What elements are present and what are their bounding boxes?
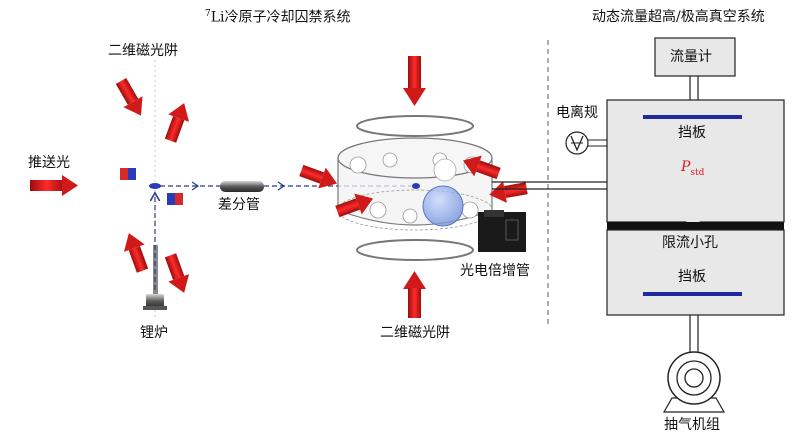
- label-flowmeter: 流量计: [670, 49, 712, 65]
- mot-laser-arrow: [462, 155, 501, 180]
- mot-laser-arrow: [489, 181, 528, 203]
- upper-chamber: [606, 99, 785, 223]
- label-push-beam: 推送光: [28, 155, 70, 171]
- coil-top: [356, 115, 474, 137]
- label-orifice: 限流小孔: [662, 235, 718, 251]
- label-pressure: Pstd: [681, 160, 704, 178]
- beam-arrowhead: [191, 181, 200, 191]
- magnet-top: [120, 168, 136, 180]
- ion-gauge-icon: [565, 131, 607, 155]
- pmt-viewport: [422, 185, 464, 227]
- label-ion-gauge: 电离规: [556, 105, 598, 121]
- pressure-symbol: P: [681, 159, 691, 175]
- atom-cloud-mot3d: [412, 183, 420, 189]
- mot2d-laser-arrow: [115, 77, 143, 116]
- label-baffle-bottom: 挡板: [678, 269, 706, 285]
- right-section-title: 动态流量超高/极高真空系统: [592, 9, 765, 25]
- label-pump-group: 抽气机组: [664, 417, 720, 433]
- mot-laser-arrow: [335, 193, 374, 218]
- science-chamber: [337, 115, 493, 261]
- pump-group-icon: [662, 351, 726, 413]
- orifice-notch: [686, 216, 700, 222]
- pressure-subscript: std: [690, 167, 705, 178]
- label-lithium-oven: 锂炉: [140, 325, 168, 341]
- mot2d-laser-arrow: [123, 233, 149, 273]
- atom-cloud-mot2d: [149, 183, 161, 189]
- mot-laser-arrow-bottom: [403, 271, 426, 318]
- mot-laser-arrow-top: [403, 56, 426, 106]
- coil-bottom: [356, 239, 474, 261]
- title-text: Li冷原子冷却囚禁系统: [210, 9, 351, 26]
- mot2d-laser-arrow: [164, 103, 190, 143]
- differential-tube: [220, 181, 264, 192]
- beam-arrowhead: [277, 181, 286, 191]
- label-diff-tube: 差分管: [218, 197, 260, 213]
- mot2d-left-assembly: [115, 60, 190, 320]
- push-beam-arrow: [30, 175, 78, 196]
- label-baffle-top: 挡板: [678, 125, 706, 141]
- magnet-bottom: [167, 193, 183, 205]
- flowmeter-box: [654, 37, 736, 77]
- photomultiplier-tube: [478, 210, 526, 252]
- label-pmt: 光电倍增管: [460, 263, 530, 279]
- left-section-title: 7Li冷原子冷却囚禁系统: [205, 10, 351, 25]
- title-superscript: 7: [205, 9, 211, 19]
- mot-laser-arrow: [299, 164, 338, 189]
- label-mot2d-bottom: 二维磁光阱: [380, 325, 450, 341]
- orifice-plate: [607, 222, 784, 230]
- mot2d-laser-arrow: [164, 253, 190, 293]
- label-mot2d-top: 二维磁光阱: [108, 43, 178, 59]
- lower-chamber: [606, 229, 785, 316]
